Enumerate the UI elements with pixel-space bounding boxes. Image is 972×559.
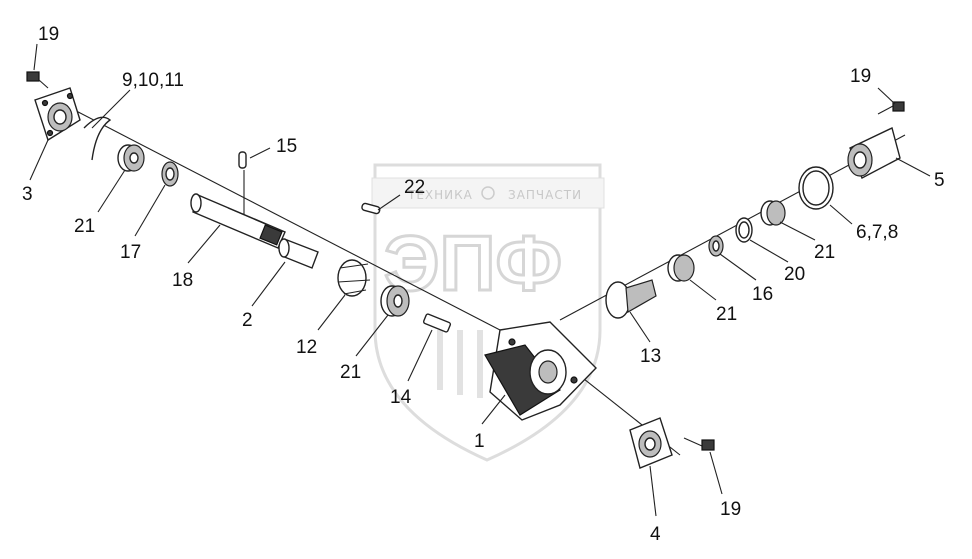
part-19-bolt-bottom: [683, 437, 715, 451]
watermark: ТЕХНИКА ЗАПЧАСТИ ЭПФ: [371, 163, 605, 462]
callout-20: 20: [784, 264, 805, 285]
callout-17: 17: [120, 242, 141, 263]
part-18-shaft: [190, 193, 286, 249]
watermark-banner: [371, 177, 605, 209]
part-1-housing: [484, 321, 597, 421]
callout-labels: 19 9,10,11 3 21 17 15 22 18 2 12 21 14 1…: [22, 24, 945, 545]
part-12-gear: [337, 259, 371, 297]
callout-13: 13: [640, 346, 661, 367]
part-14-bolt: [422, 313, 452, 333]
part-6-7-8-gasket: [798, 166, 834, 210]
part-16-ring: [708, 235, 724, 257]
callout-2: 2: [242, 310, 253, 331]
part-19-bolt-top-right: [877, 101, 905, 115]
callout-3: 3: [22, 184, 33, 205]
callout-14: 14: [390, 387, 412, 408]
callout-5: 5: [934, 170, 945, 191]
callout-15: 15: [276, 136, 297, 157]
watermark-gear-icon: [481, 186, 495, 200]
part-21-bearing-left: [117, 144, 145, 172]
watermark-banner-right: ЗАПЧАСТИ: [508, 188, 582, 202]
callout-21-mid: 21: [340, 362, 361, 383]
callout-22: 22: [404, 177, 425, 198]
callout-1: 1: [474, 431, 485, 452]
part-2-sleeve: [278, 238, 319, 269]
part-19-bolt-top-left: [26, 71, 49, 89]
part-3-flange-left: [34, 87, 81, 142]
watermark-shield-icon: [373, 163, 602, 462]
watermark-banner-left: ТЕХНИКА: [407, 188, 473, 202]
callout-19-bottom: 19: [720, 499, 741, 520]
callout-9-10-11: 9,10,11: [122, 70, 184, 91]
part-21-bearing-right-low: [667, 254, 695, 282]
callout-19-top-left: 19: [38, 24, 59, 45]
part-15-pin: [238, 151, 247, 169]
callout-21-right-low: 21: [716, 304, 737, 325]
left-shaft-axis: [54, 99, 501, 331]
part-4-flange-right: [629, 417, 673, 469]
callout-19-top-right: 19: [850, 66, 871, 87]
callout-16: 16: [752, 284, 773, 305]
watermark-wheat-icon: [437, 330, 483, 398]
callout-4: 4: [650, 524, 661, 545]
callout-21-right-high: 21: [814, 242, 835, 263]
callout-12: 12: [296, 337, 317, 358]
part-5-cover: [847, 127, 901, 179]
part-13-bevel-gear: [605, 279, 657, 319]
leader-lines: [29, 43, 931, 517]
callout-18: 18: [172, 270, 193, 291]
callout-21-left: 21: [74, 216, 95, 237]
part-9-10-11-shim: [83, 116, 112, 161]
part-21-bearing-mid: [380, 285, 410, 317]
part-17-ring: [161, 161, 179, 187]
watermark-logo-letters: ЭПФ: [384, 219, 562, 307]
part-20-ring: [735, 217, 753, 243]
part-21-bearing-right-high: [760, 200, 786, 226]
callout-6-7-8: 6,7,8: [856, 222, 898, 243]
part-22-pin: [361, 202, 381, 215]
